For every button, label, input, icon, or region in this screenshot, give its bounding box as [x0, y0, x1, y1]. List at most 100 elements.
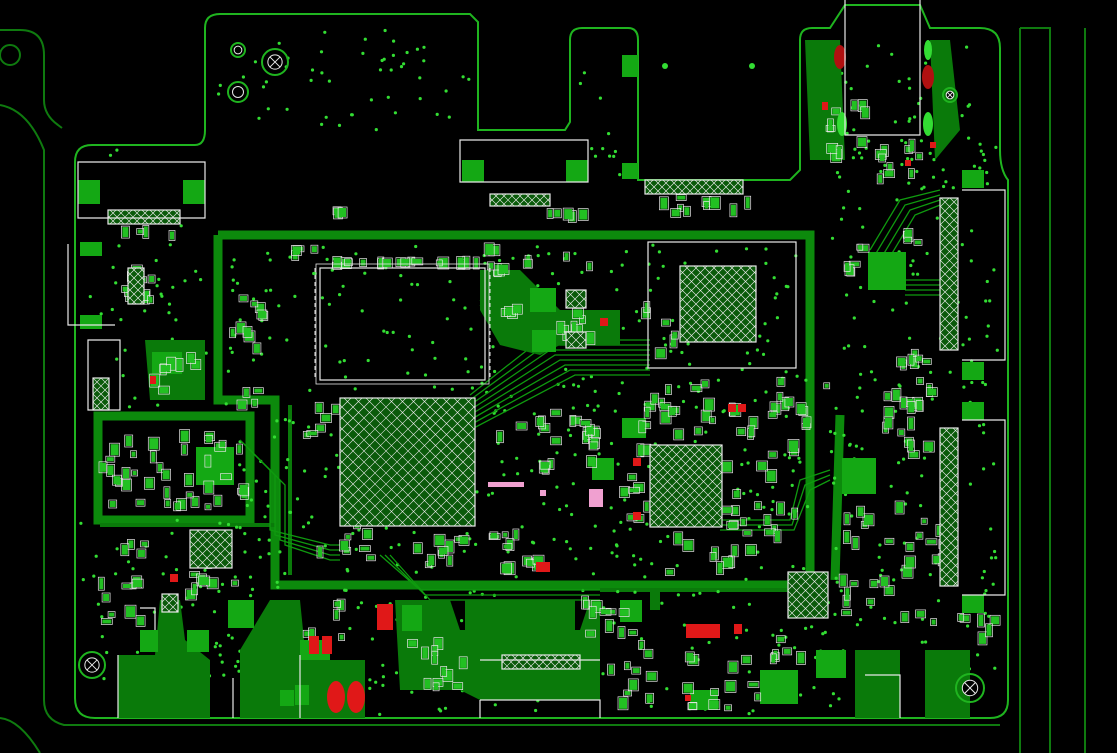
smd-pad	[130, 450, 137, 459]
smd-pad	[930, 618, 937, 626]
smd-pad	[136, 228, 145, 235]
via	[985, 279, 989, 284]
via	[787, 456, 792, 460]
via	[562, 384, 566, 388]
via	[574, 557, 578, 561]
smd-pad	[452, 682, 464, 690]
mounting-hole-icon	[261, 48, 289, 76]
via	[941, 168, 945, 172]
via	[235, 281, 240, 285]
via	[972, 164, 977, 168]
via	[743, 448, 747, 452]
via	[323, 474, 327, 479]
via	[514, 575, 518, 579]
via	[410, 348, 414, 352]
via	[747, 712, 751, 716]
via	[924, 640, 928, 644]
smd-pad	[844, 264, 855, 277]
via	[199, 585, 203, 589]
smd-pad	[915, 609, 926, 619]
via	[920, 617, 925, 621]
via	[571, 406, 575, 410]
via	[443, 706, 448, 710]
via	[231, 288, 235, 293]
via	[860, 409, 864, 413]
via	[460, 619, 464, 623]
via	[834, 406, 838, 410]
smd-pad	[775, 635, 786, 644]
smd-pad	[627, 678, 639, 692]
smd-pad	[607, 663, 615, 676]
via	[410, 690, 414, 694]
smd-pad	[407, 639, 418, 648]
smd-pad	[631, 666, 642, 675]
via	[833, 431, 837, 435]
via	[467, 77, 471, 81]
via	[908, 117, 912, 121]
via	[965, 45, 969, 49]
via	[859, 372, 863, 376]
via	[263, 515, 267, 519]
via	[960, 114, 964, 118]
smd-pad	[131, 469, 138, 477]
via	[496, 404, 500, 408]
via	[742, 491, 746, 496]
via	[891, 308, 895, 312]
via	[164, 555, 168, 559]
via	[744, 577, 748, 581]
via	[203, 568, 207, 572]
smd-pad	[747, 425, 756, 438]
small-ic-2	[565, 331, 587, 349]
silkscreen-outlines	[67, 0, 1006, 718]
via	[985, 170, 989, 175]
smd-pad	[856, 243, 864, 251]
via	[979, 149, 983, 153]
via	[312, 271, 316, 276]
via	[237, 669, 241, 673]
via	[855, 623, 860, 627]
via	[755, 348, 760, 352]
via	[683, 261, 687, 265]
via	[688, 381, 693, 385]
smd-pad	[121, 225, 130, 239]
highlighted-nets	[150, 45, 936, 713]
smd-pad	[617, 696, 629, 711]
smd-pad	[120, 543, 130, 557]
smd-pad	[339, 539, 350, 552]
smd-pad	[921, 358, 932, 365]
via	[966, 624, 970, 628]
via	[383, 28, 387, 33]
smd-pad	[213, 494, 223, 507]
smd-pad	[756, 460, 768, 472]
via	[991, 582, 995, 586]
via	[243, 550, 247, 554]
via	[610, 551, 614, 555]
smd-pad	[851, 536, 860, 550]
via	[911, 272, 915, 276]
via	[556, 282, 561, 286]
smd-pad	[163, 486, 171, 500]
via	[337, 123, 342, 127]
via	[854, 444, 859, 448]
smd-pad	[585, 629, 596, 638]
via	[852, 316, 856, 320]
smd-pad	[618, 608, 630, 617]
via	[799, 693, 803, 697]
via	[570, 512, 574, 517]
via	[967, 337, 972, 341]
smd-pad	[511, 303, 523, 315]
via	[360, 309, 364, 313]
smd-pad	[726, 520, 739, 530]
via	[242, 468, 246, 472]
via	[452, 298, 456, 302]
via	[747, 602, 752, 606]
via	[771, 633, 775, 637]
via	[721, 410, 725, 414]
pad-layer	[78, 55, 984, 710]
via	[744, 247, 749, 251]
via	[445, 317, 449, 321]
via	[266, 107, 270, 111]
via	[860, 156, 864, 160]
